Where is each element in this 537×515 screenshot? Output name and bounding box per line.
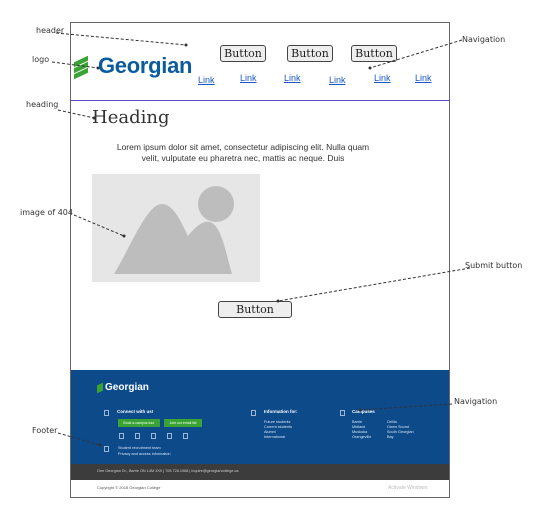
person-icon <box>251 410 256 416</box>
page-heading: Heading <box>92 107 170 128</box>
nav-link-6[interactable]: Link <box>415 73 432 83</box>
arrow-submit <box>277 267 471 302</box>
footer-campus-item[interactable]: South Georgian <box>387 430 414 434</box>
footer-connect-title: Connect with us! <box>117 409 154 414</box>
nav-link-5[interactable]: Link <box>374 73 391 83</box>
footer-info-item[interactable]: Current students <box>264 425 293 429</box>
footer-logo[interactable]: Georgian <box>97 382 149 393</box>
annotation-navigation-top: Navigation <box>462 35 506 44</box>
social-icon-2[interactable] <box>135 433 140 439</box>
annotation-submit: Submit button <box>465 261 523 270</box>
nav-button-2[interactable]: Button <box>287 45 333 62</box>
footer: Georgian Connect with us! Book a campus … <box>71 370 449 464</box>
annotation-header: header <box>36 26 65 35</box>
footer-address: One Georgian Dr., Barrie ON L4M 3X9 | 70… <box>97 469 239 473</box>
nav-link-1[interactable]: Link <box>198 75 215 85</box>
arrow-footer <box>57 432 101 446</box>
arrow-logo <box>51 61 99 69</box>
chat-icon <box>104 410 109 416</box>
annotation-logo: logo <box>32 55 50 64</box>
social-icon-4[interactable] <box>167 433 172 439</box>
location-icon <box>340 410 345 416</box>
footer-info-item[interactable]: Alumni <box>264 430 276 434</box>
header-divider <box>71 100 449 101</box>
arrow-navigation-bottom <box>359 403 453 411</box>
logo[interactable]: Georgian <box>74 53 193 80</box>
arrow-navigation-top <box>369 39 463 69</box>
social-icon-5[interactable] <box>183 433 188 439</box>
footer-campus-item[interactable]: Midland <box>352 425 366 429</box>
footer-campus-item[interactable]: Orillia <box>387 420 397 424</box>
annotation-footer: Footer <box>32 426 58 435</box>
arrow-image <box>73 214 125 237</box>
footer-tour-button[interactable]: Book a campus tour <box>118 419 160 427</box>
footer-info-item[interactable]: Future students <box>264 420 291 424</box>
footer-campuses-title: Campuses <box>352 409 375 414</box>
footer-info-item[interactable]: International <box>264 435 285 439</box>
annotation-heading: heading <box>26 100 59 109</box>
body-paragraph: Lorem ipsum dolor sit amet, consectetur … <box>116 142 370 163</box>
arrow-header <box>55 32 187 46</box>
footer-campus-item[interactable]: Orangeville <box>352 435 372 439</box>
submit-button[interactable]: Button <box>218 301 292 318</box>
social-icon-3[interactable] <box>151 433 156 439</box>
nav-button-3[interactable]: Button <box>351 45 397 62</box>
image-placeholder-icon <box>114 186 234 274</box>
footer-student-line-2[interactable]: Privacy and access information <box>118 452 171 456</box>
info-icon <box>104 446 109 452</box>
footer-campus-item[interactable]: Owen Sound <box>387 425 409 429</box>
footer-logo-text: Georgian <box>105 382 149 393</box>
nav-link-4[interactable]: Link <box>329 75 346 85</box>
footer-info-title: Information for: <box>264 409 298 414</box>
windows-watermark: Activate Windows <box>388 485 428 491</box>
nav-link-2[interactable]: Link <box>240 73 257 83</box>
footer-campus-item[interactable]: Muskoka <box>352 430 368 434</box>
copyright-text: Copyright © 2018 Georgian College <box>97 485 161 490</box>
annotation-image: image of 404 <box>20 208 73 217</box>
nav-link-3[interactable]: Link <box>284 73 301 83</box>
logo-text: Georgian <box>98 53 193 78</box>
footer-address-bar: One Georgian Dr., Barrie ON L4M 3X9 | 70… <box>71 464 449 480</box>
image-placeholder <box>92 174 260 282</box>
arrow-heading <box>57 109 95 119</box>
footer-campus-item[interactable]: Bay <box>387 435 394 439</box>
nav-button-1[interactable]: Button <box>220 45 266 62</box>
footer-email-button[interactable]: Join our email list <box>164 419 202 427</box>
annotation-navigation-bottom: Navigation <box>454 397 498 406</box>
footer-student-line-1[interactable]: Student recruitment team <box>118 446 161 450</box>
social-icon-1[interactable] <box>119 433 124 439</box>
footer-campus-item[interactable]: Barrie <box>352 420 363 424</box>
